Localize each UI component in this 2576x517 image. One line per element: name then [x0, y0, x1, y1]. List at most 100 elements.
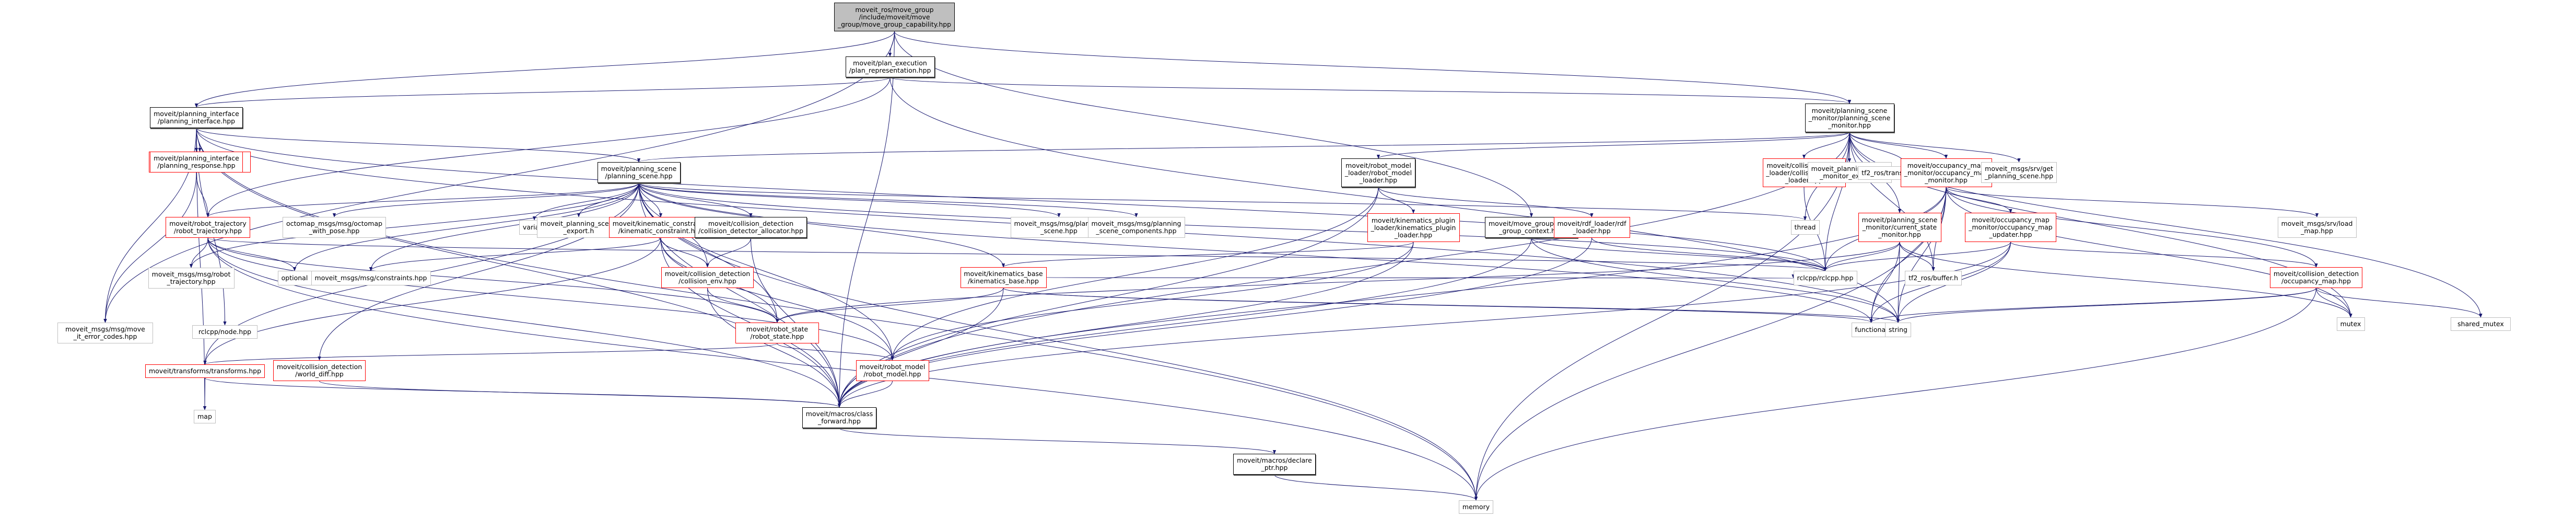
edge-root-to-err	[103, 31, 895, 323]
edge-omm-to-mutex	[1946, 187, 2352, 318]
edge-plan_repr-to-psm	[889, 77, 1851, 104]
edge-psm-to-memory	[1474, 132, 1850, 501]
node-label: moveit/kinematics_plugin _loader/kinemat…	[1371, 216, 1456, 239]
graph-node-presp[interactable]: moveit/planning_interface /planning_resp…	[150, 152, 243, 173]
graph-node-ocm[interactable]: moveit/collision_detection /occupancy_ma…	[2270, 267, 2362, 288]
graph-node-ps-export[interactable]: moveit_planning_scene _export.h	[536, 217, 621, 238]
edge-rdf-to-rclcpp	[1591, 237, 1827, 271]
node-label: moveit/collision_detection /world_diff.h…	[276, 363, 362, 378]
edge-kb-to-class_fwd	[837, 288, 1004, 408]
node-label: moveit/collision_detection /collision_en…	[664, 270, 751, 285]
graph-node-psm[interactable]: moveit/planning_scene _monitor/planning_…	[1805, 104, 1894, 132]
edge-rtraj-to-rstate	[207, 237, 779, 323]
graph-node-thread[interactable]: thread	[1790, 220, 1820, 235]
edge-kpl-to-kb	[1002, 242, 1414, 268]
node-label: moveit/occupancy_map _monitor/occupancy_…	[1969, 216, 2053, 238]
node-label: mutex	[2340, 320, 2361, 328]
node-label: moveit/planning_scene /planning_scene.hp…	[601, 165, 677, 180]
edge-csm-to-mutex	[1899, 242, 2352, 318]
graph-node-err[interactable]: moveit_msgs/msg/move _it_error_codes.hpp	[57, 323, 153, 343]
node-label: moveit/macros/class _forward.hpp	[805, 410, 873, 425]
graph-node-omm[interactable]: moveit/occupancy_map _monitor/occupancy_…	[1900, 158, 1992, 187]
graph-node-csm[interactable]: moveit/planning_scene _monitor/current_s…	[1858, 213, 1941, 242]
graph-node-rml[interactable]: moveit/robot_model _loader/robot_model _…	[1341, 158, 1415, 187]
graph-node-kpl[interactable]: moveit/kinematics_plugin _loader/kinemat…	[1367, 213, 1460, 242]
edge-pi-to-ps	[196, 128, 641, 163]
edge-cenv-to-rstate	[707, 288, 779, 323]
node-label: tf2_ros/buffer.h	[1908, 274, 1958, 282]
node-label: thread	[1794, 223, 1816, 231]
edge-kb-to-string	[1003, 288, 1900, 323]
graph-node-memory[interactable]: memory	[1459, 500, 1493, 514]
edge-ps-to-optional	[292, 182, 639, 271]
node-label: shared_mutex	[2457, 320, 2504, 328]
graph-node-tf-buffer[interactable]: tf2_ros/buffer.h	[1905, 271, 1962, 285]
edge-kc-to-constraints	[369, 237, 661, 271]
node-label: moveit/planning_interface /planning_inte…	[154, 110, 239, 125]
edge-psm-to-ps	[637, 132, 1850, 163]
edge-csm-to-rstate	[776, 242, 1900, 323]
graph-node-rstate[interactable]: moveit/robot_state /robot_state.hpp	[735, 323, 819, 343]
edge-psm-to-rclcpp	[1823, 132, 1850, 271]
graph-node-rmodel[interactable]: moveit/robot_model /robot_model.hpp	[856, 360, 929, 381]
graph-node-rdf[interactable]: moveit/rdf_loader/rdf _loader.hpp	[1553, 217, 1630, 238]
edges-layer	[103, 31, 2483, 501]
edge-ps-to-variant	[532, 182, 639, 221]
graph-node-rtraj-msg[interactable]: moveit_msgs/msg/robot _trajectory.hpp	[148, 268, 235, 289]
graph-node-node[interactable]: rclcpp/node.hpp	[192, 325, 257, 339]
graph-node-string[interactable]: string	[1885, 323, 1911, 337]
graph-node-optional[interactable]: optional	[277, 271, 312, 285]
edge-psm-to-cpl	[1802, 132, 1850, 159]
edge-ps-to-octomap	[332, 182, 639, 217]
graph-node-rtraj[interactable]: moveit/robot_trajectory /robot_trajector…	[166, 217, 250, 238]
edge-ps-to-ps_msg	[638, 182, 1061, 217]
edge-ps-to-rmodel	[638, 182, 894, 361]
graph-node-rclcpp[interactable]: rclcpp/rclcpp.hpp	[1793, 271, 1857, 285]
edge-ocm-to-string	[1896, 288, 2316, 323]
edge-ps-to-kb	[638, 182, 1005, 268]
node-label: moveit/robot_state /robot_state.hpp	[746, 325, 809, 340]
graph-node-constraints[interactable]: moveit_msgs/msg/constraints.hpp	[311, 271, 431, 285]
graph-node-mutex[interactable]: mutex	[2336, 317, 2365, 331]
edge-ocm-to-functional	[1869, 288, 2316, 323]
edge-ocm-to-memory	[1474, 288, 2316, 501]
graph-node-declare-ptr[interactable]: moveit/macros/declare _ptr.hpp	[1233, 454, 1316, 475]
node-label: moveit/macros/declare _ptr.hpp	[1237, 456, 1312, 472]
graph-node-octomap[interactable]: octomap_msgs/msg/octomap _with_pose.hpp	[283, 217, 386, 238]
edge-ps-to-psc_msg	[638, 182, 1138, 217]
edge-psm-to-tf_buffer	[1849, 132, 1935, 271]
graph-node-pi[interactable]: moveit/planning_interface /planning_inte…	[150, 107, 243, 128]
graph-node-omu[interactable]: moveit/occupancy_map _monitor/occupancy_…	[1965, 213, 2056, 242]
graph-node-psc-msg[interactable]: moveit_msgs/msg/planning _scene_componen…	[1087, 217, 1185, 238]
edge-mgc-to-class_fwd	[837, 237, 1532, 408]
graph-node-transforms[interactable]: moveit/transforms/transforms.hpp	[145, 364, 265, 378]
graph-node-class-fwd[interactable]: moveit/macros/class _forward.hpp	[802, 407, 876, 428]
edge-rtraj-to-rtraj_msg	[189, 237, 208, 268]
graph-node-root[interactable]: moveit_ros/move_group /include/moveit/mo…	[834, 3, 955, 31]
graph-node-kb[interactable]: moveit/kinematics_base /kinematics_base.…	[960, 267, 1047, 288]
edge-mgc-to-rclcpp	[1531, 237, 1827, 271]
graph-node-get-ps[interactable]: moveit_msgs/srv/get _planning_scene.hpp	[1981, 162, 2057, 183]
edge-ps-to-rtraj_msg	[189, 182, 639, 268]
graph-node-load-map[interactable]: moveit_msgs/srv/load _map.hpp	[2277, 217, 2357, 238]
graph-node-cenv[interactable]: moveit/collision_detection /collision_en…	[661, 267, 754, 288]
edge-omm-to-memory	[1474, 187, 1947, 501]
edge-presp-to-rtraj	[196, 172, 210, 217]
node-label: moveit_msgs/srv/load _map.hpp	[2281, 220, 2353, 235]
graph-node-cda[interactable]: moveit/collision_detection /collision_de…	[695, 217, 807, 238]
node-label: moveit_msgs/msg/planning _scene_componen…	[1091, 220, 1181, 235]
edge-omm-to-load_map	[1946, 187, 2319, 217]
node-label: moveit_msgs/srv/get _planning_scene.hpp	[1984, 165, 2054, 180]
node-label: moveit/planning_scene _monitor/planning_…	[1808, 106, 1891, 129]
edge-ps-to-constraints	[369, 182, 639, 271]
graph-node-shared-mutex[interactable]: shared_mutex	[2451, 317, 2511, 331]
graph-node-plan-repr[interactable]: moveit/plan_execution /plan_representati…	[845, 56, 935, 77]
node-label: optional	[281, 274, 308, 282]
graph-node-ps[interactable]: moveit/planning_scene /planning_scene.hp…	[597, 162, 681, 183]
graph-node-map[interactable]: map	[194, 410, 216, 423]
edge-rmodel-to-class_fwd	[837, 381, 893, 408]
edge-rtraj-to-rclcpp	[207, 237, 1826, 271]
edge-omu-to-rclcpp	[1823, 242, 2011, 271]
graph-node-world-diff[interactable]: moveit/collision_detection /world_diff.h…	[273, 360, 366, 381]
node-label: moveit/kinematics_base /kinematics_base.…	[964, 270, 1043, 285]
